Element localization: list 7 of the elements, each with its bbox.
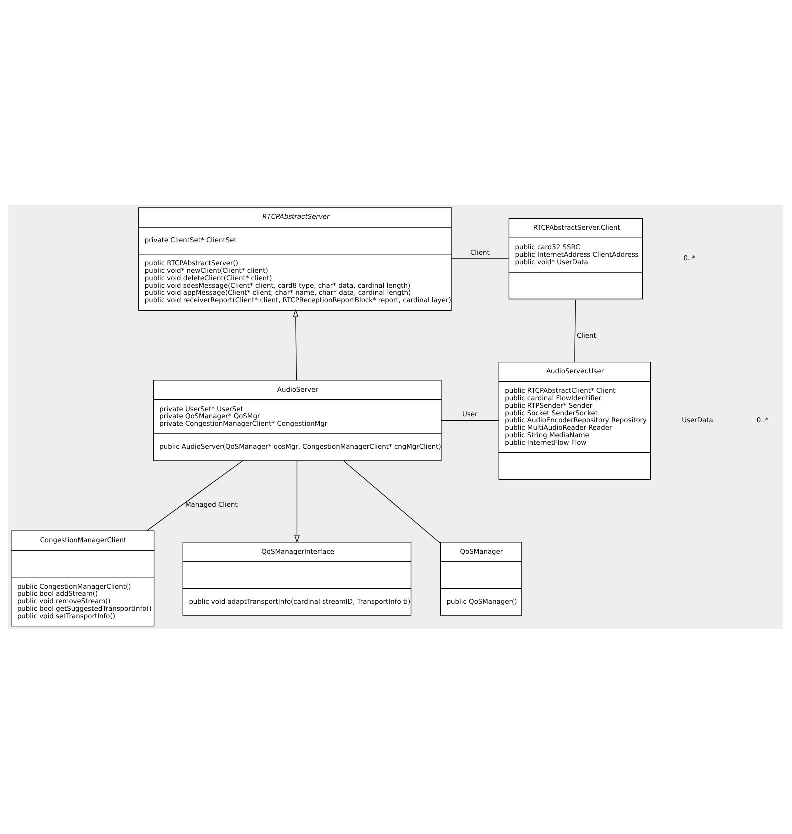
connector xyxy=(440,420,500,422)
connector xyxy=(344,460,441,544)
arrow xyxy=(293,309,299,381)
arrow xyxy=(294,460,300,544)
connector xyxy=(451,258,510,260)
connector xyxy=(146,460,244,532)
connector xyxy=(574,300,576,362)
